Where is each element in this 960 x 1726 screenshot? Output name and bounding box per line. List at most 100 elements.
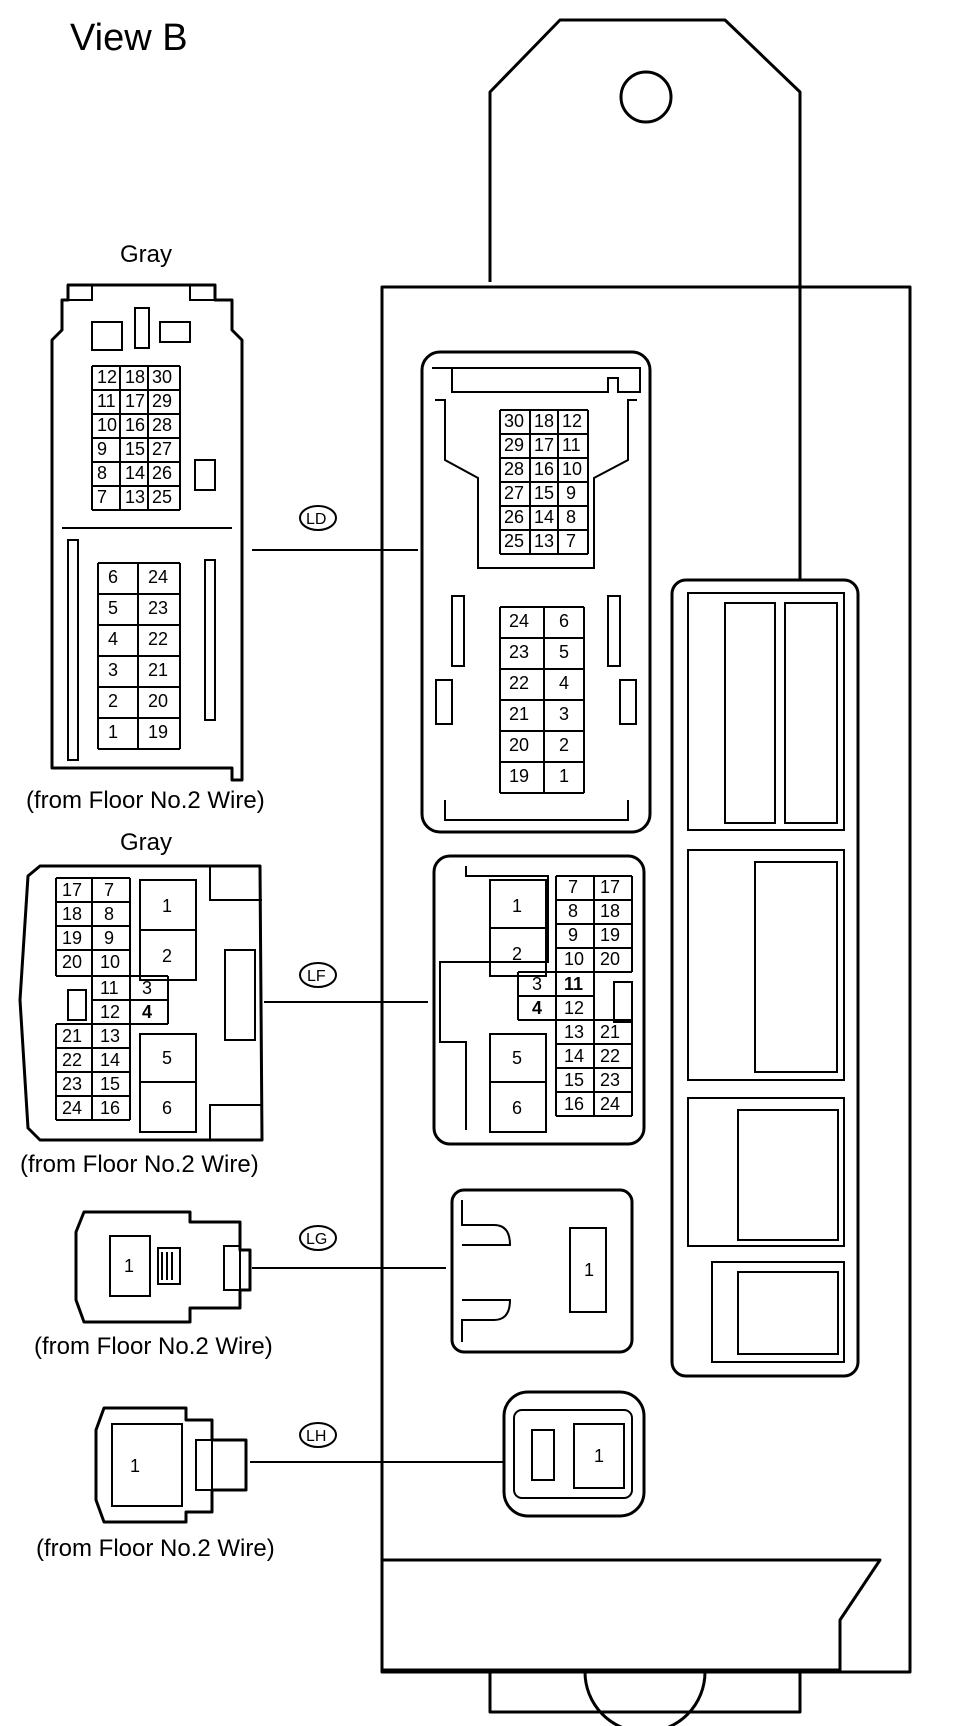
connector-code-ld: LD — [306, 511, 326, 528]
pin-lf-l-24: 24 — [62, 1098, 82, 1118]
pin-lh-l-1: 1 — [130, 1456, 140, 1476]
pin-lf-l-23: 23 — [62, 1074, 82, 1094]
pin-ld-r-13: 13 — [534, 531, 554, 551]
pin-lf-l-12: 12 — [100, 1002, 120, 1022]
connector-source-label: (from Floor No.2 Wire) — [26, 787, 265, 814]
pin-lf-l-8: 8 — [104, 904, 114, 924]
connector-color-label: Gray — [120, 241, 172, 268]
connector-source-label: (from Floor No.2 Wire) — [20, 1151, 259, 1178]
connector-lg-left: 1 (from Floor No.2 Wire) — [34, 1210, 273, 1360]
ld-left-upper-pin-grid: 12 18 30 11 17 29 10 16 28 9 15 27 8 14 … — [91, 365, 181, 511]
connector-code-badge-lg — [299, 1225, 337, 1251]
connector-code-badge-lf — [299, 962, 337, 988]
pin-ld-r-26: 26 — [504, 507, 524, 527]
pin-lf-l-10: 10 — [100, 952, 120, 972]
pin-ld-l-21: 21 — [148, 660, 168, 680]
pin-ld-l-6: 6 — [108, 567, 118, 587]
pin-ld-l-19: 19 — [148, 722, 168, 742]
pin-lh-r-1: 1 — [594, 1446, 604, 1466]
pin-lf-r-6: 6 — [512, 1098, 522, 1118]
pin-lf-r-22: 22 — [600, 1046, 620, 1066]
pin-lf-l-22: 22 — [62, 1050, 82, 1070]
pin-lf-r-21: 21 — [600, 1022, 620, 1042]
pin-ld-r-24: 24 — [509, 611, 529, 631]
pin-ld-r-4: 4 — [559, 673, 569, 693]
pin-lf-l-21: 21 — [62, 1026, 82, 1046]
pin-lf-r-12: 12 — [564, 998, 584, 1018]
connector-lf-block-side: 1 2 7 17 8 18 9 19 10 20 3 11 4 12 13 21… — [432, 854, 646, 1146]
connector-source-label: (from Floor No.2 Wire) — [36, 1535, 275, 1562]
pin-lf-r-4: 4 — [532, 998, 542, 1018]
connector-lh-left: 1 (from Floor No.2 Wire) — [36, 1406, 275, 1562]
pin-ld-l-11: 11 — [97, 391, 116, 411]
connector-ld-left-gray: Gray 12 18 30 11 17 29 10 16 28 9 15 27 … — [26, 241, 265, 814]
pin-lf-l-5: 5 — [162, 1048, 172, 1068]
pin-ld-r-20: 20 — [509, 735, 529, 755]
connector-source-label: (from Floor No.2 Wire) — [34, 1333, 273, 1360]
lf-right-pin-grid: 1 2 7 17 8 18 9 19 10 20 3 11 4 12 13 21… — [489, 875, 633, 1133]
pin-lf-l-14: 14 — [100, 1050, 120, 1070]
pin-lf-l-19: 19 — [62, 928, 82, 948]
pin-lf-l-6: 6 — [162, 1098, 172, 1118]
pin-ld-r-5: 5 — [559, 642, 569, 662]
pin-ld-l-4: 4 — [108, 629, 118, 649]
pin-lf-r-3: 3 — [532, 974, 542, 994]
ld-right-upper-pin-grid: 30 18 12 29 17 11 28 16 10 27 15 9 26 14… — [499, 409, 589, 555]
pin-ld-r-6: 6 — [559, 611, 569, 631]
connector-lh-block-side: 1 — [502, 1390, 646, 1518]
pin-lf-l-11: 11 — [100, 978, 119, 998]
connector-code-lf: LF — [307, 968, 326, 985]
pin-lf-l-16: 16 — [100, 1098, 120, 1118]
pin-ld-l-20: 20 — [148, 691, 168, 711]
connector-code-lh: LH — [306, 1428, 326, 1445]
connector-code-lg: LG — [306, 1231, 327, 1248]
pin-lf-r-14: 14 — [564, 1046, 584, 1066]
pin-ld-r-11: 11 — [562, 435, 581, 455]
pin-lg-l-1: 1 — [124, 1256, 134, 1276]
pin-ld-r-10: 10 — [562, 459, 582, 479]
pin-ld-r-25: 25 — [504, 531, 524, 551]
pin-lf-r-24: 24 — [600, 1094, 620, 1114]
pin-ld-r-18: 18 — [534, 411, 554, 431]
pin-ld-l-29: 29 — [152, 391, 172, 411]
pin-ld-l-5: 5 — [108, 598, 118, 618]
pin-lg-r-1: 1 — [584, 1260, 594, 1280]
pin-ld-l-24: 24 — [148, 567, 168, 587]
pin-ld-l-15: 15 — [125, 439, 145, 459]
connector-color-label: Gray — [120, 829, 172, 856]
pin-ld-l-2: 2 — [108, 691, 118, 711]
pin-ld-l-28: 28 — [152, 415, 172, 435]
pin-lf-l-2: 2 — [162, 946, 172, 966]
pin-ld-r-29: 29 — [504, 435, 524, 455]
pin-lf-r-8: 8 — [568, 901, 578, 921]
pin-lf-r-11: 11 — [564, 974, 583, 994]
pin-lf-r-13: 13 — [564, 1022, 584, 1042]
pin-ld-l-27: 27 — [152, 439, 172, 459]
pin-ld-r-27: 27 — [504, 483, 524, 503]
connector-ld-block-side: 30 18 12 29 17 11 28 16 10 27 15 9 26 14… — [420, 350, 652, 834]
pin-ld-r-16: 16 — [534, 459, 554, 479]
connector-code-badge-lh — [299, 1422, 337, 1448]
pin-lf-l-7: 7 — [104, 880, 114, 900]
pin-ld-r-17: 17 — [534, 435, 554, 455]
junction-block-body — [380, 18, 912, 1726]
pin-ld-l-12: 12 — [97, 367, 117, 387]
pin-lf-r-17: 17 — [600, 877, 620, 897]
pin-ld-l-16: 16 — [125, 415, 145, 435]
pin-ld-l-18: 18 — [125, 367, 145, 387]
pin-lf-l-15: 15 — [100, 1074, 120, 1094]
pin-ld-l-9: 9 — [97, 439, 107, 459]
pin-lf-l-9: 9 — [104, 928, 114, 948]
pin-ld-r-30: 30 — [504, 411, 524, 431]
pin-lf-r-20: 20 — [600, 949, 620, 969]
pin-lf-r-19: 19 — [600, 925, 620, 945]
pin-ld-l-14: 14 — [125, 463, 145, 483]
pin-lf-r-15: 15 — [564, 1070, 584, 1090]
pin-ld-l-13: 13 — [125, 487, 145, 507]
pin-lf-r-18: 18 — [600, 901, 620, 921]
pin-ld-l-26: 26 — [152, 463, 172, 483]
pin-lf-l-20: 20 — [62, 952, 82, 972]
pin-ld-l-3: 3 — [108, 660, 118, 680]
ld-right-lower-pin-grid: 24 6 23 5 22 4 21 3 20 2 19 1 — [499, 606, 585, 794]
